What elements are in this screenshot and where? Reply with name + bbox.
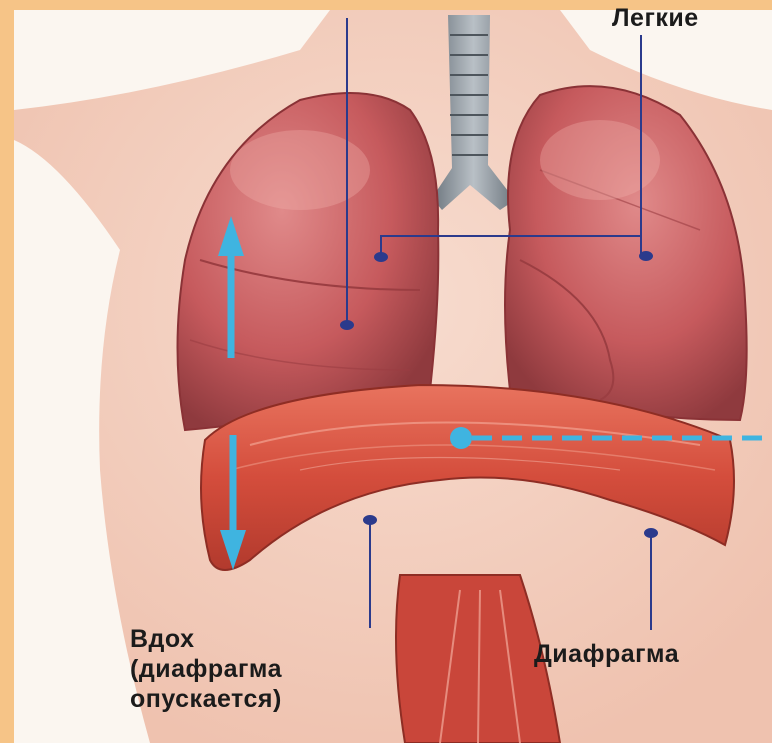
label-diaphragm: Диафрагма [534, 640, 679, 669]
label-inhale: Вдох (диафрагма опускается) [130, 624, 282, 714]
label-inhale-line2: (диафрагма [130, 654, 282, 684]
label-inhale-line1: Вдох [130, 624, 282, 654]
label-inhale-line3: опускается) [130, 684, 282, 714]
border-left [0, 0, 14, 743]
label-lungs: Легкие [612, 4, 699, 33]
